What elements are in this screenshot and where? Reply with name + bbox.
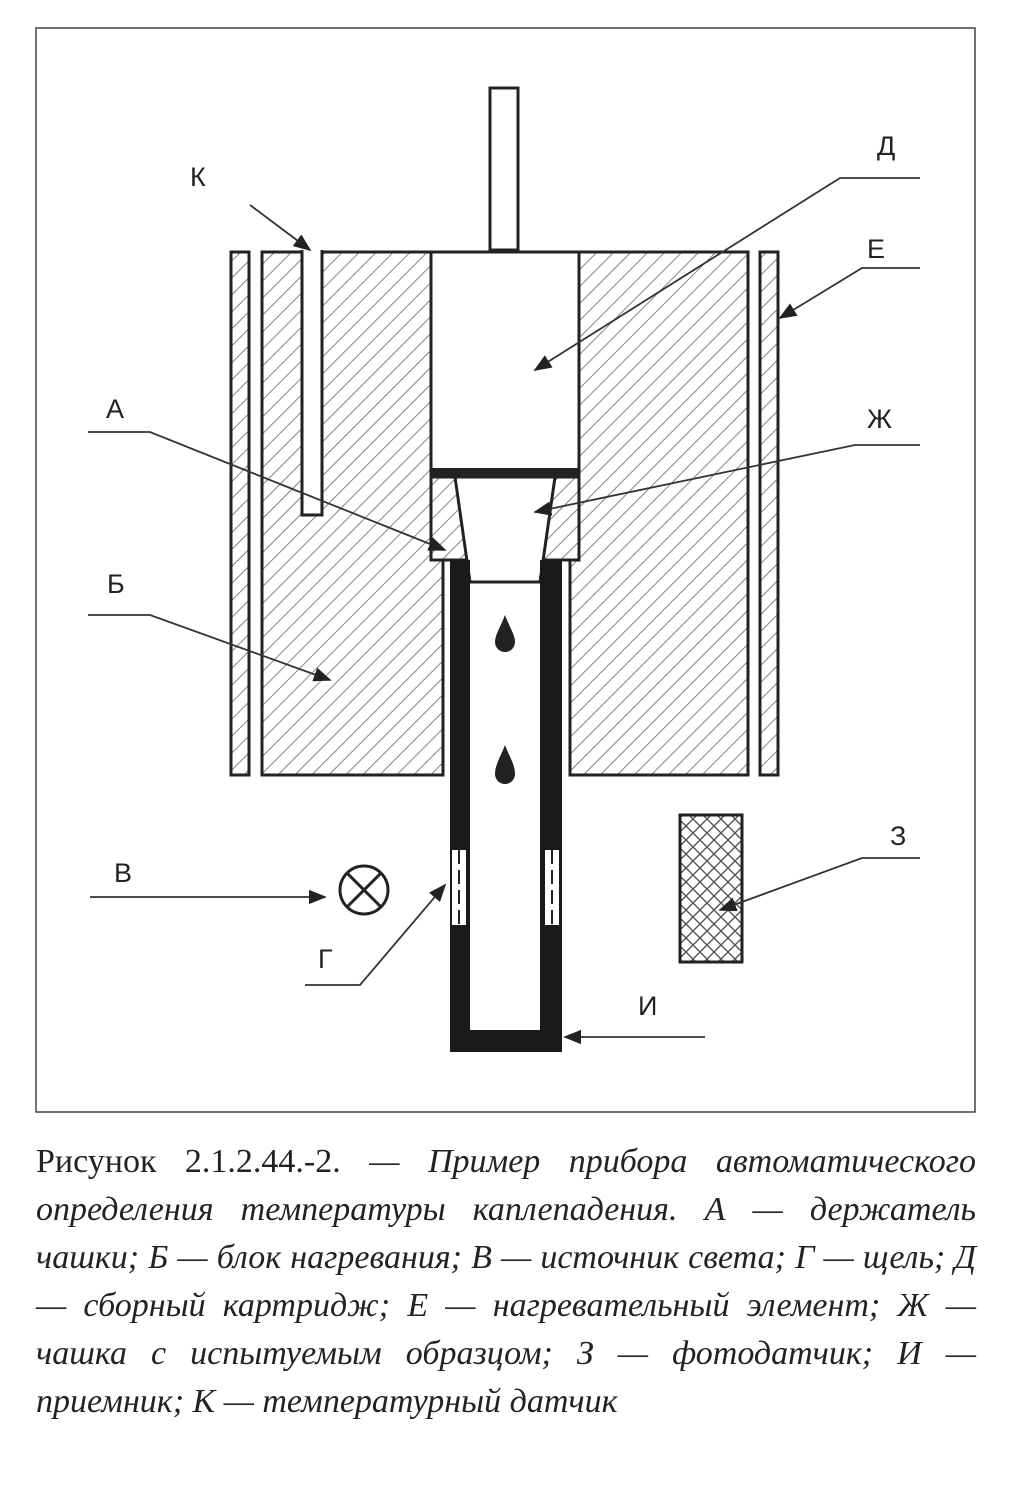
drop-icon — [495, 615, 515, 652]
label-k: К — [190, 162, 206, 192]
figure-frame — [35, 27, 976, 1113]
slit-right — [545, 850, 559, 925]
label-v: В — [114, 858, 132, 888]
cartridge-rod — [488, 86, 520, 252]
drop-icon — [495, 745, 515, 784]
label-b: Б — [107, 569, 125, 599]
drop-point-apparatus-diagram: К Д Е А Ж Б В Г З И — [35, 27, 976, 1113]
light-source-icon — [338, 864, 390, 916]
cup-top-bar — [431, 468, 579, 477]
figure-caption: Рисунок 2.1.2.44.-2. — Пример прибора ав… — [36, 1138, 976, 1426]
label-d: Д — [877, 131, 895, 161]
heating-element-left — [229, 250, 251, 777]
caption-text: — Пример прибора автоматического определ… — [36, 1143, 976, 1420]
receiver-tube — [450, 560, 562, 1052]
label-z: З — [890, 821, 906, 851]
label-e: Е — [867, 234, 885, 264]
label-g: Г — [318, 944, 333, 974]
temperature-sensor — [300, 250, 324, 517]
label-zh: Ж — [867, 404, 892, 434]
caption-number: Рисунок 2.1.2.44.-2. — [36, 1143, 341, 1180]
label-i: И — [638, 991, 657, 1021]
photodetector — [678, 813, 744, 964]
slit-left — [452, 850, 466, 925]
cartridge — [429, 250, 581, 472]
label-a: А — [106, 394, 124, 424]
heating-element-right — [758, 250, 780, 777]
